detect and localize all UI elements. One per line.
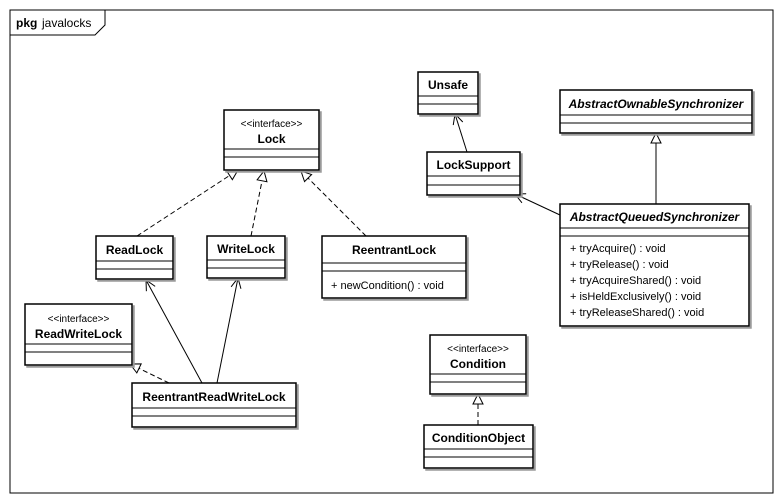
relation-aqs-uses-locksupport — [515, 194, 561, 216]
aqs-method-isheldexclusively: + isHeldExclusively() : void — [570, 291, 701, 303]
class-reentrantreadwritelock[interactable]: ReentrantReadWriteLock — [131, 382, 297, 428]
aqs-method-tryreleaseshared: + tryReleaseShared() : void — [570, 307, 704, 319]
aqs-method-tryacquire: + tryAcquire() : void — [570, 243, 666, 255]
reentrantreadwritelock-name: ReentrantReadWriteLock — [142, 390, 285, 404]
unsafe-name: Unsafe — [428, 78, 468, 92]
relation-rrwl-realizes-readwritelock — [130, 364, 170, 384]
lock-stereotype: <<interface>> — [241, 119, 303, 130]
readlock-name: ReadLock — [106, 243, 164, 257]
relation-reentrantlock-realizes-lock — [301, 171, 367, 237]
class-locksupport[interactable]: LockSupport — [426, 151, 521, 196]
relation-rrwl-uses-writelock — [216, 278, 238, 384]
class-reentrantlock[interactable]: ReentrantLock + newCondition() : void — [321, 235, 467, 299]
relation-readlock-realizes-lock — [136, 170, 238, 237]
class-condition[interactable]: <<interface>> Condition — [429, 334, 527, 395]
abstractqueuedsynchronizer-name: AbstractQueuedSynchronizer — [569, 210, 741, 224]
abstractownablesynchronizer-name: AbstractOwnableSynchronizer — [568, 97, 745, 111]
lock-name: Lock — [257, 132, 285, 146]
class-readlock[interactable]: ReadLock — [95, 235, 174, 280]
class-abstractownablesynchronizer[interactable]: AbstractOwnableSynchronizer — [559, 89, 753, 134]
class-abstractqueuedsynchronizer[interactable]: AbstractQueuedSynchronizer + tryAcquire(… — [559, 203, 750, 327]
relation-locksupport-uses-unsafe — [455, 114, 468, 153]
package-name: javalocks — [41, 16, 91, 30]
class-writelock[interactable]: WriteLock — [206, 235, 286, 279]
class-readwritelock[interactable]: <<interface>> ReadWriteLock — [24, 303, 133, 366]
aqs-method-tryacquireshared: + tryAcquireShared() : void — [570, 275, 701, 287]
relationships — [130, 114, 656, 425]
aqs-method-tryrelease: + tryRelease() : void — [570, 259, 669, 271]
class-conditionobject[interactable]: ConditionObject — [423, 424, 534, 469]
class-lock[interactable]: <<interface>> Lock — [223, 109, 320, 171]
reentrantlock-method: + newCondition() : void — [331, 280, 444, 292]
class-unsafe[interactable]: Unsafe — [417, 71, 479, 115]
relation-rrwl-uses-readlock — [146, 280, 203, 384]
condition-stereotype: <<interface>> — [447, 344, 509, 355]
readwritelock-name: ReadWriteLock — [35, 327, 122, 341]
reentrantlock-name: ReentrantLock — [352, 243, 436, 257]
condition-name: Condition — [450, 357, 506, 371]
writelock-name: WriteLock — [217, 242, 275, 256]
relation-writelock-realizes-lock — [250, 171, 264, 237]
conditionobject-name: ConditionObject — [432, 431, 525, 445]
locksupport-name: LockSupport — [437, 158, 511, 172]
package-keyword: pkg — [16, 16, 37, 30]
readwritelock-stereotype: <<interface>> — [48, 314, 110, 325]
